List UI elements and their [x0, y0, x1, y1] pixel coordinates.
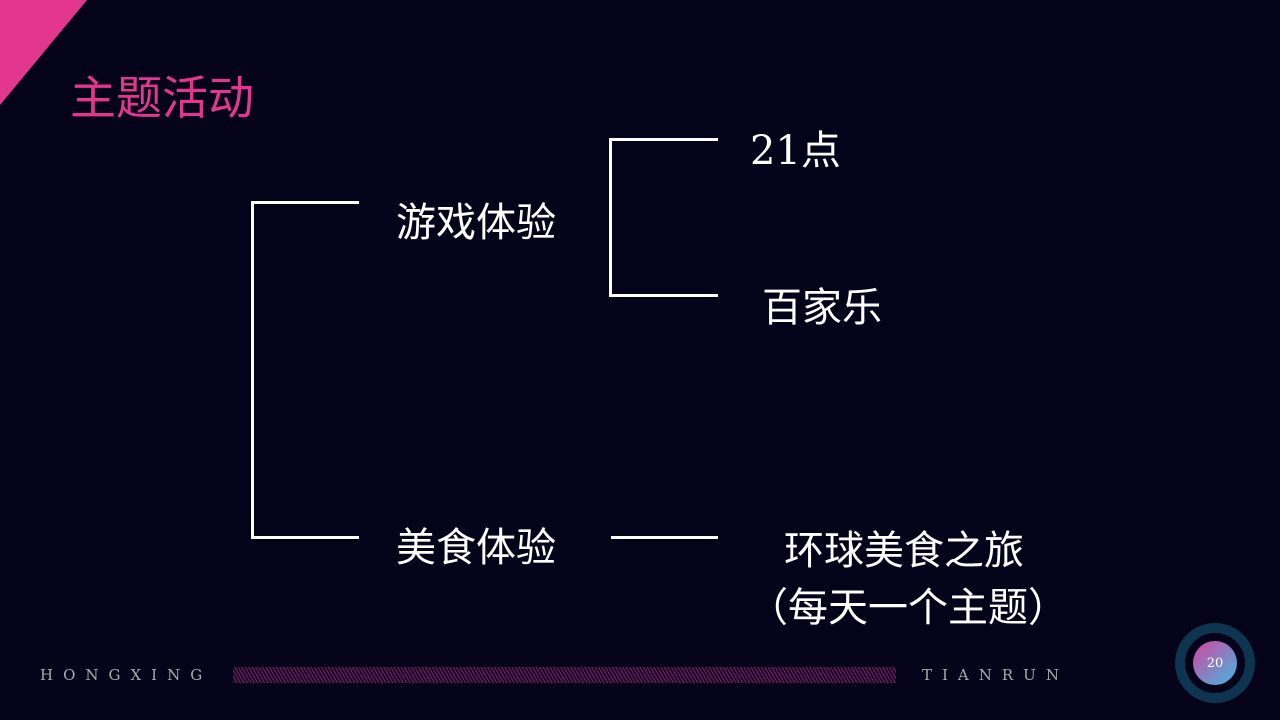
page-title: 主题活动 — [70, 71, 254, 125]
bracket2-bottom — [609, 294, 718, 297]
leaf-baccarat: 百家乐 — [762, 285, 882, 331]
node-game: 游戏体验 — [396, 200, 556, 246]
bracket-vertical — [251, 201, 254, 539]
bracket-top — [251, 201, 359, 204]
leaf-21: 21点 — [750, 128, 841, 174]
connector-line — [611, 536, 718, 539]
bracket2-top — [609, 138, 718, 141]
node-food: 美食体验 — [396, 525, 556, 571]
footer-left: HONGXING — [40, 666, 213, 684]
corner-triangle — [0, 0, 87, 105]
bracket-bottom — [251, 536, 359, 539]
leaf-food-note: （每天一个主题） — [748, 585, 1068, 631]
page-number: 20 — [1193, 641, 1237, 685]
footer-hatch-bar — [233, 667, 896, 683]
bracket2-vertical — [609, 138, 612, 297]
page-number-badge: 20 — [1175, 623, 1255, 703]
footer-right: TIANRUN — [922, 666, 1069, 684]
leaf-food-tour: 环球美食之旅 — [784, 528, 1024, 574]
